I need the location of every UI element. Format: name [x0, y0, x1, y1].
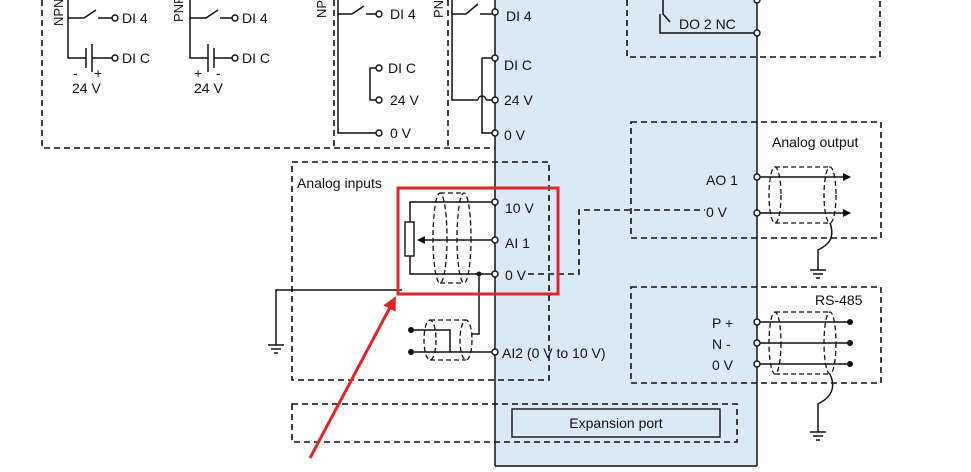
terminal-0v-ai: 0 V — [505, 267, 527, 283]
rs485-n: N - — [712, 336, 731, 352]
pnp-source-di4: DI 4 — [242, 10, 268, 26]
terminal-0v-top: 0 V — [504, 127, 526, 143]
inverter-body — [495, 0, 550, 466]
npn-internal-dic: DI C — [388, 60, 416, 76]
analog-output-ao1: AO 1 — [706, 172, 738, 188]
digital-inputs-box — [41, 0, 495, 149]
expansion-port-outer — [291, 403, 738, 443]
expansion-port-box — [511, 408, 721, 438]
terminal-ai1: AI 1 — [505, 235, 530, 251]
npn-sink-24v: 24 V — [72, 80, 101, 96]
highlight-arrow — [308, 296, 397, 459]
rs485-p: P + — [712, 315, 733, 331]
relay-output-box — [626, 0, 881, 58]
pnp-source-plus: + — [194, 65, 202, 81]
npn-sink-circuit — [67, 0, 119, 72]
npn-sink-minus: - — [73, 65, 78, 81]
shielded-cable-ai — [432, 192, 472, 284]
npn-label-1: NPN — [51, 0, 66, 26]
inverter-body-right — [550, 0, 757, 466]
npn-internal-24v: 24 V — [390, 92, 419, 108]
rs485-title: RS-485 — [815, 292, 863, 308]
ground-symbol-ai — [268, 344, 284, 354]
pnp-source-24v: 24 V — [194, 80, 223, 96]
pnp-label-1: PNP — [171, 0, 186, 22]
pnp-source-minus: - — [216, 65, 221, 81]
potentiometer — [404, 201, 492, 275]
relay-do2nc: DO 2 NC — [679, 16, 736, 32]
shielded-cable-rs485 — [760, 311, 853, 441]
terminal-24v: 24 V — [504, 92, 533, 108]
npn-sink-di4: DI 4 — [122, 10, 148, 26]
shielded-cable-ao — [760, 166, 851, 279]
analog-output-0v: 0 V — [706, 204, 728, 220]
terminal-dic: DI C — [504, 57, 532, 73]
npn-internal-0v: 0 V — [390, 125, 412, 141]
terminal-10v: 10 V — [505, 200, 534, 216]
pnp-internal-circuit — [451, 0, 495, 134]
pnp-source-dic: DI C — [242, 50, 270, 66]
analog-inputs-title: Analog inputs — [297, 175, 382, 191]
dashed-link-0v — [528, 209, 705, 275]
rs485-0v: 0 V — [712, 357, 734, 373]
npn-internal-circuit — [337, 0, 383, 137]
highlight-box — [396, 186, 560, 296]
terminal-di4: DI 4 — [506, 8, 532, 24]
shielded-cable-ai2 — [408, 319, 492, 361]
relay-contact — [659, 0, 757, 34]
expansion-port-label: Expansion port — [569, 415, 663, 431]
analog-output-box — [630, 121, 882, 239]
npn-sink-dic: DI C — [122, 50, 150, 66]
pnp-label-2: PNP — [431, 0, 446, 18]
npn-sink-plus: + — [94, 65, 102, 81]
npn-internal-di4: DI 4 — [390, 6, 416, 22]
analog-inputs-box — [291, 161, 550, 381]
rs485-box — [630, 286, 882, 384]
npn-label-2: NPN — [314, 0, 329, 18]
pnp-source-circuit — [189, 0, 239, 72]
analog-output-title: Analog output — [772, 134, 859, 150]
terminal-ai2: AI2 (0 V to 10 V) — [502, 345, 606, 361]
